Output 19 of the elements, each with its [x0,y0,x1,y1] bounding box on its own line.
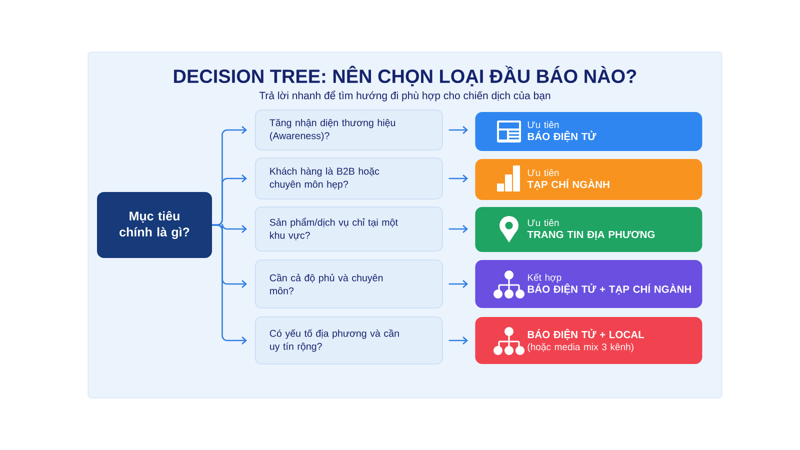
question-box: Cần cả độ phủ và chuyên môn? [255,260,443,308]
arrow [448,280,468,288]
question-box: Tăng nhận diện thương hiệu (Awareness)? [255,110,443,150]
arrow [212,224,247,344]
question-box: Có yếu tố địa phương và cần uy tín rộng? [255,316,443,364]
result-box: Ưu tiên TẠP CHÍ NGÀNH [475,159,702,200]
result-box: BÁO ĐIỆN TỬ + LOCAL (hoặc media mix 3 kênh) [475,317,702,364]
result-box: Kết hợp BÁO ĐIỆN TỬ + TẠP CHÍ NGÀNH [475,260,702,308]
arrow [448,225,468,233]
result-box: Ưu tiên TRANG TIN ĐỊA PHƯƠNG [475,207,702,252]
decision-box: Mục tiêu chính là gì? [97,192,212,258]
title: DECISION TREE: NÊN CHỌN LOẠI ĐẦU BÁO NÀO? [174,66,636,86]
result-box: Ưu tiên BÁO ĐIỆN TỬ [475,112,702,151]
subtitle: Trả lời nhanh để tìm hướng đi phù hợp cho chiến dịch của bạn [259,90,550,102]
arrow [448,126,468,134]
question-box: Khách hàng là B2B hoặc chuyên môn hẹp? [255,158,443,200]
arrow [448,174,468,182]
question-box: Sản phẩm/dịch vụ chỉ tại một khu vực? [255,206,443,252]
arrow [448,336,468,344]
